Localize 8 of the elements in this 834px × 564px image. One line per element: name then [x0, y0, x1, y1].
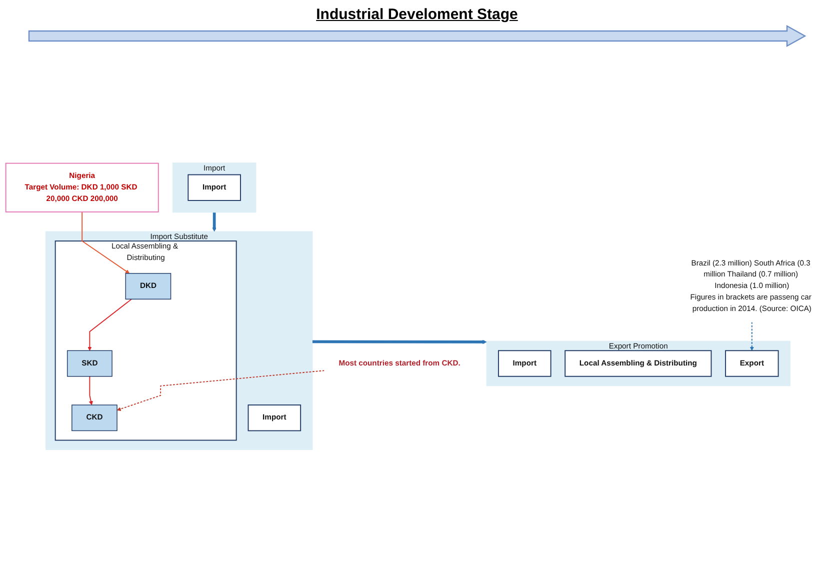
arrow — [88, 298, 132, 352]
arrow — [88, 376, 93, 406]
arrow — [750, 322, 754, 352]
arrow — [312, 340, 487, 344]
diagram-title: Industrial Develoment Stage — [316, 6, 518, 23]
arrow — [212, 212, 216, 232]
arrow — [116, 370, 325, 412]
arrow — [82, 212, 130, 274]
